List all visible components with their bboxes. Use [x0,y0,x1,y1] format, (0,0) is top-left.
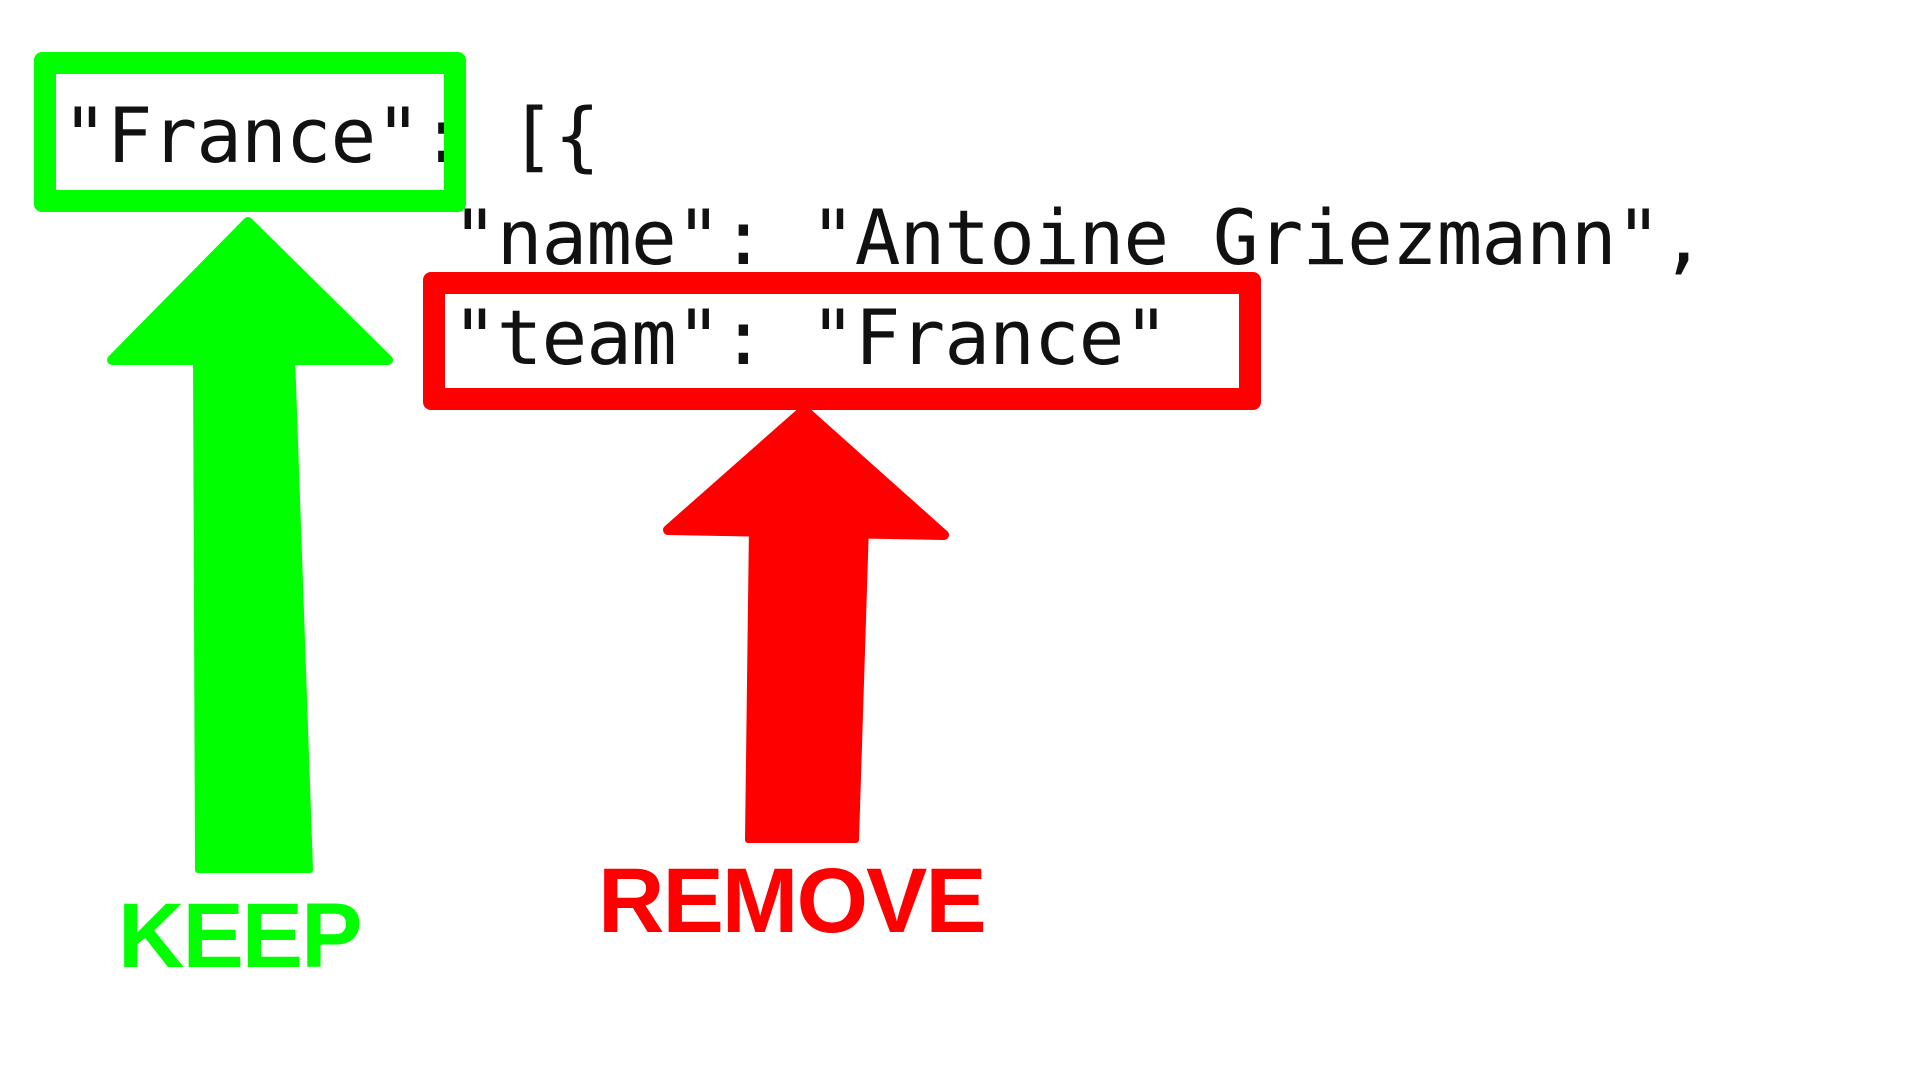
remove-highlight-box [423,272,1261,410]
remove-up-arrow-icon [663,405,949,843]
remove-label: REMOVE [598,850,987,952]
code-line-team: "team": "France" [452,293,1169,382]
code-line-name: "name": "Antoine Griezmann", [452,193,1706,282]
keep-up-arrow-icon [107,217,393,873]
code-line-country-key: "France": [{ [62,91,600,180]
keep-label: KEEP [118,885,363,987]
keep-highlight-box [34,52,466,212]
